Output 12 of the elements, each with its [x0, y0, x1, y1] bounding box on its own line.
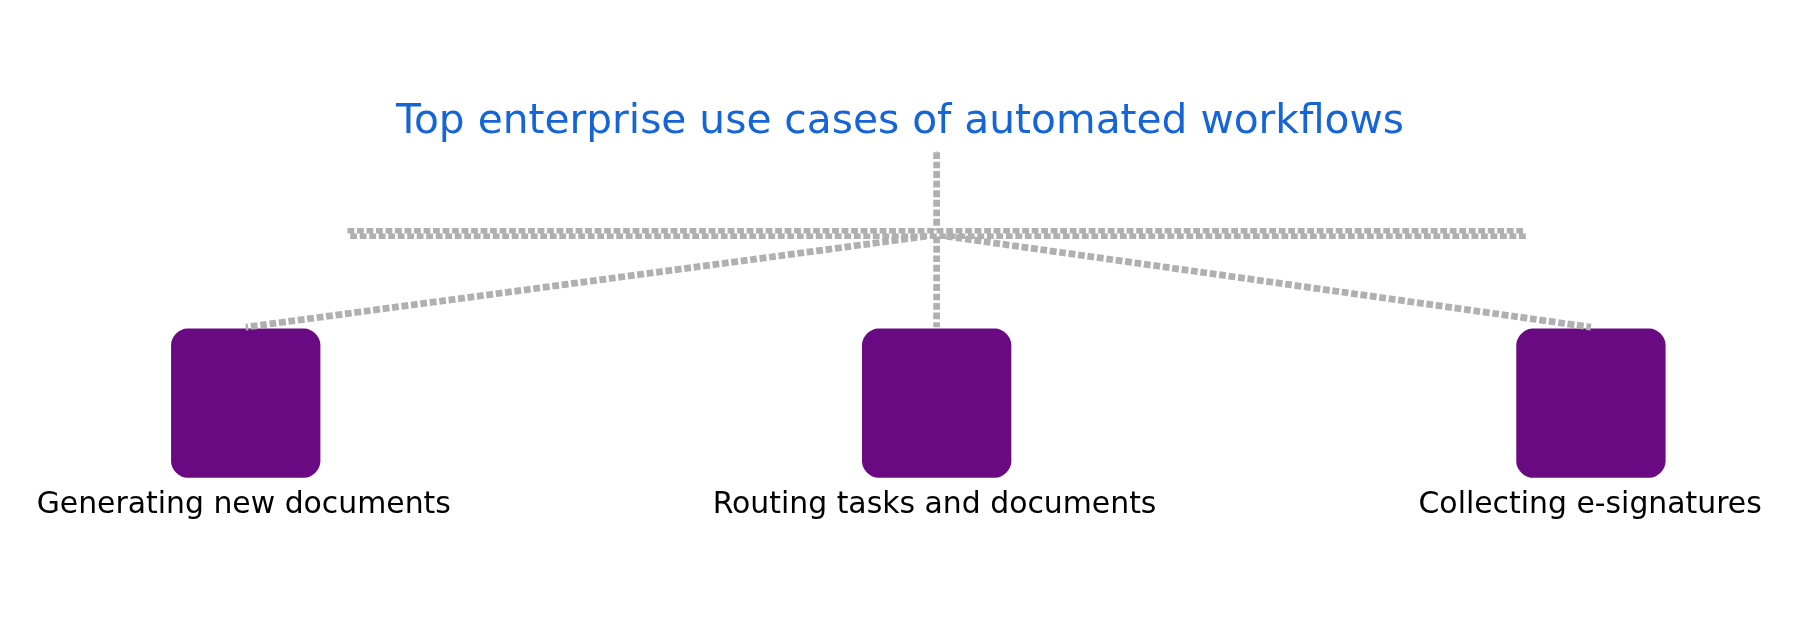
connector [933, 151, 941, 230]
node-label: Generating new documents [36, 484, 451, 520]
node-box [171, 328, 321, 478]
connector [945, 232, 1592, 331]
diagram-title: Top enterprise use cases of automated workflows [395, 94, 1405, 143]
node-bar [347, 227, 1526, 239]
node-box [1516, 328, 1666, 478]
node-label: Routing tasks and documents [712, 484, 1157, 520]
connector [933, 235, 941, 327]
node-box [862, 328, 1012, 478]
connector [245, 232, 927, 331]
node-label: Collecting e-signatures [1418, 484, 1762, 520]
